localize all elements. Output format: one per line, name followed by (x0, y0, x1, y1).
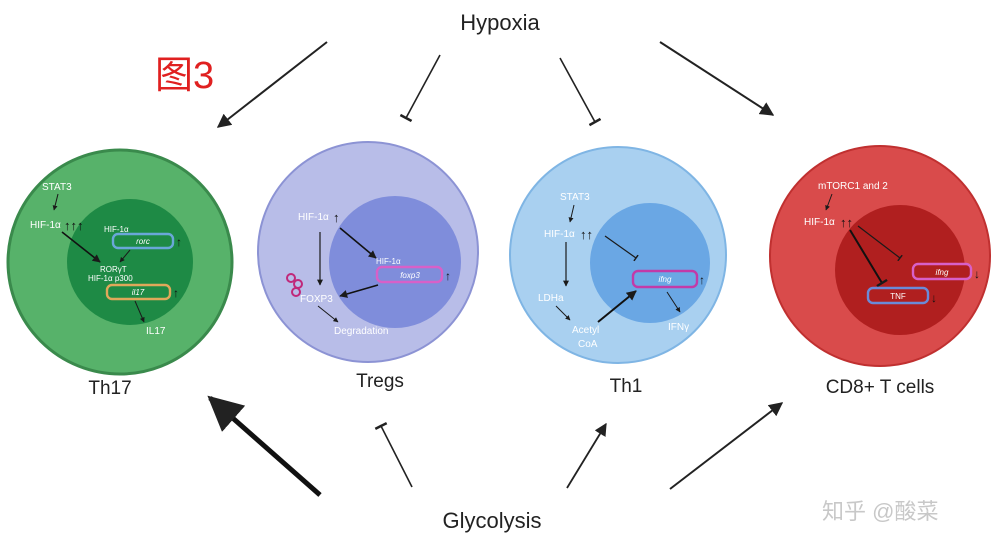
tregs-foxp3-to-degradation (317, 305, 339, 323)
cd8-hif-inhibit-ifng (857, 225, 903, 262)
th1-cell: STAT3 HIF-1α ↑↑ LDHa Acetyl CoA ifng ↑ I… (509, 146, 727, 364)
tregs-nucleus (329, 196, 461, 328)
th1-coa: CoA (578, 339, 598, 350)
hypoxia-to-cd8-arrow (659, 41, 775, 116)
th17-complex: HIF-1α p300 (88, 274, 133, 283)
cd8-hif-inhibit-tnf (849, 229, 888, 288)
th1-ifng-product: IFNγ (668, 322, 689, 333)
th1-ldha: LDHa (538, 293, 564, 304)
th1-acetyl-to-ifng (597, 290, 637, 323)
th17-hif: HIF-1α (30, 220, 61, 231)
cd8-cell: mTORC1 and 2 HIF-1α ↑↑ ifng ↓ TNF ↓ (769, 145, 991, 367)
glycolysis-to-th17-arrow (207, 395, 322, 497)
glycolysis-to-cd8-arrow (669, 402, 784, 490)
th17-rorgt: RORγT (100, 265, 127, 274)
glycolysis-to-th1-arrow (566, 422, 607, 489)
cd8-hif-arrows: ↑↑ (840, 215, 853, 230)
th17-rorc-up: ↑ (176, 235, 182, 249)
cd8-name: CD8+ T cells (826, 377, 935, 398)
th17-nucleus (67, 199, 193, 325)
th17-il17-product: IL17 (146, 326, 166, 337)
th17-stat3: STAT3 (42, 182, 72, 193)
th17-rorc-label: rorc (136, 237, 150, 246)
th1-ldha-to-acetyl (555, 305, 571, 321)
th1-hif: HIF-1α (544, 229, 575, 240)
cd8-ifng-gene (911, 262, 973, 281)
cd8-nucleus (835, 205, 965, 335)
tregs-gene-to-protein (339, 284, 379, 298)
glycolysis-inhibit-tregs (374, 421, 413, 488)
hypoxia-inhibit-th1 (559, 57, 602, 127)
cd8-hif: HIF-1α (804, 217, 835, 228)
th17-stat3-arrow (52, 193, 59, 211)
cd8-tnf-down: ↓ (931, 291, 937, 305)
th1-ifng-gene (631, 269, 699, 289)
th17-il17-gene (105, 283, 172, 301)
th17-il17-label: il17 (132, 288, 145, 297)
th17-il17-to-product (134, 300, 145, 323)
tregs-cell: HIF-1α ↑ HIF-1α foxp3 ↑ FOXP3 Degradatio… (257, 141, 479, 363)
th17-hif-to-nucleus (61, 231, 101, 263)
th1-hif-arrows: ↑↑ (580, 227, 593, 242)
th1-name: Th1 (610, 376, 643, 397)
tregs-hif: HIF-1α (298, 212, 329, 223)
cd8-tnf-gene (866, 286, 930, 305)
tregs-inner-hif: HIF-1α (376, 257, 401, 266)
th1-nucleus (590, 203, 710, 323)
tregs-foxp3-gene-label: foxp3 (400, 271, 420, 280)
tregs-degradation: Degradation (334, 326, 388, 337)
th1-ifng-label: ifng (659, 275, 672, 284)
hypoxia-inhibit-tregs (399, 54, 441, 123)
tregs-hif-arrows: ↑ (333, 210, 340, 225)
th17-rorc-gene (111, 232, 175, 250)
th17-inner-hif: HIF-1α (104, 225, 129, 234)
cd8-mtorc: mTORC1 and 2 (818, 181, 888, 192)
ubiquitin-icon (286, 273, 303, 297)
th17-name: Th17 (88, 378, 131, 399)
th17-il17-up: ↑ (173, 286, 179, 300)
hypoxia-to-th17-arrow (216, 41, 328, 128)
th1-stat3: STAT3 (560, 192, 590, 203)
tregs-foxp3-protein: FOXP3 (300, 294, 333, 305)
cd8-mtorc-arrow (825, 193, 833, 211)
tregs-hif-to-gene (339, 227, 377, 259)
cd8-ifng-down: ↓ (974, 267, 980, 281)
tregs-foxp3-gene (375, 265, 444, 284)
watermark: 知乎 @酸菜 (822, 499, 938, 524)
th17-cell: STAT3 HIF-1α ↑↑↑ HIF-1α rorc ↑ RORγT HIF… (6, 148, 234, 376)
th17-rorc-to-rorgt (119, 249, 131, 263)
tregs-name: Tregs (356, 371, 404, 392)
th1-stat3-arrow (568, 204, 575, 223)
th17-hif-arrows: ↑↑↑ (64, 218, 84, 233)
th1-hif-inhibit-ifng (604, 235, 639, 262)
cd8-tnf-label: TNF (890, 292, 906, 301)
th1-ifng-to-product (666, 291, 681, 313)
th1-acetyl: Acetyl (572, 325, 599, 336)
glycolysis-label: Glycolysis (442, 508, 541, 533)
cd8-ifng-label: ifng (936, 268, 949, 277)
hypoxia-label: Hypoxia (460, 10, 540, 35)
tregs-foxp3-up: ↑ (445, 269, 451, 283)
th1-ifng-up: ↑ (699, 273, 705, 287)
figure-label: 图3 (155, 55, 214, 97)
